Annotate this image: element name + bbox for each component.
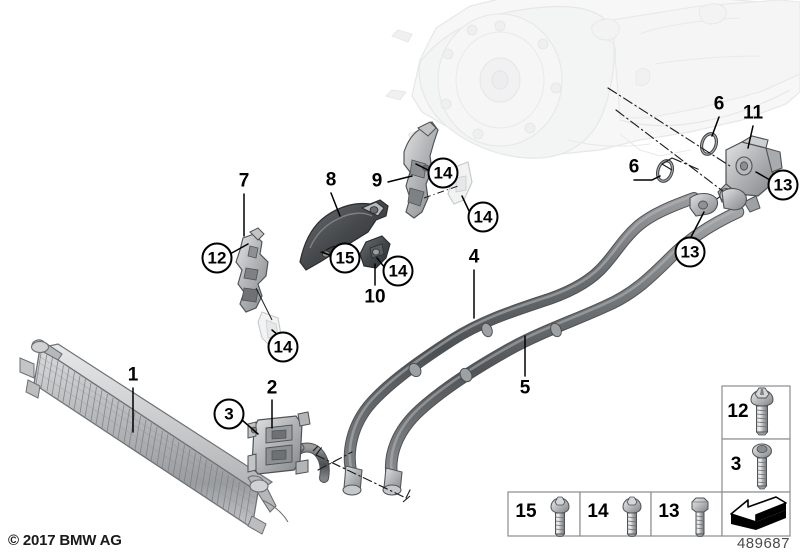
legend-fastener-15 [550,496,570,537]
legend-number-13: 13 [658,501,680,522]
automatic-transmission-ghost [385,0,800,159]
bracket9-detail-lines [423,185,459,199]
callout-6: 6 [713,93,725,115]
callout-14-circled: 14 [382,255,414,287]
legend-fastener-3 [752,443,772,490]
callout-10: 10 [364,286,386,308]
legend-number-12: 12 [727,401,749,422]
assembly-reference-lines [315,446,411,499]
callout-3-circled: 3 [213,398,245,430]
callout-6: 6 [628,156,640,178]
callout-4: 4 [468,246,480,268]
cooler-mounting-bracket [247,411,311,475]
o-ring-seal-lower [655,159,675,183]
hose-clamp-bracket-upper [721,187,747,211]
callout-11: 11 [742,102,764,124]
legend-fastener-13 [691,497,709,537]
legend-fastener-14 [622,496,642,537]
callout-12-circled: 12 [201,242,233,274]
oil-cooler-hose-lower [382,205,745,496]
callout-5: 5 [519,377,531,399]
diagram-part-number: 489687 [736,535,790,552]
line-clip-small [359,235,391,269]
callout-13-circled: 13 [674,236,706,268]
callout-1: 1 [127,364,139,386]
hose-clamp-bracket-lower [689,192,719,217]
legend-fastener-12 [750,387,774,436]
callout-14-circled: 14 [427,157,459,189]
callout-14-circled: 14 [267,331,299,363]
callout-15-circled: 15 [329,242,361,274]
line-bracket-transmission [403,121,473,219]
direction-arrow-icon [730,496,787,530]
assembly-reference-lines-corners [312,445,411,503]
legend-number-14: 14 [587,501,609,522]
legend-number-15: 15 [515,501,537,522]
transmission-oil-cooler [19,339,289,535]
callout-14-circled: 14 [467,201,499,233]
oil-cooler-hose-upper [342,192,700,496]
legend-panel [507,385,791,537]
callout-8: 8 [325,169,337,191]
legend-number-3: 3 [730,454,742,475]
callout-9: 9 [371,170,383,192]
copyright-notice: © 2017 BMW AG [8,532,122,549]
callout-13-circled: 13 [767,169,799,201]
callout-2: 2 [266,377,278,399]
bracket7-detail-lines [255,287,273,321]
callout-7: 7 [238,170,250,192]
